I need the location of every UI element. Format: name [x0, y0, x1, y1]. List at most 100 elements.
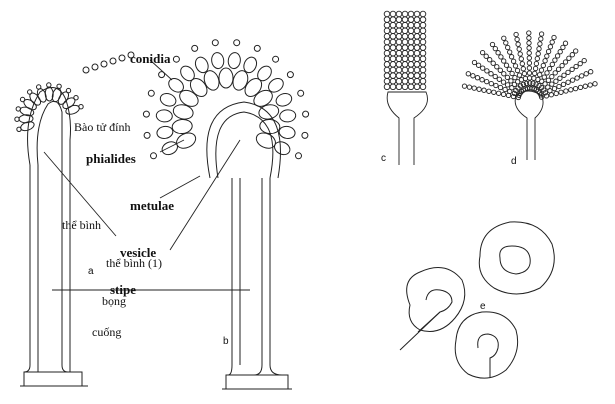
spore-cell	[542, 81, 548, 87]
phialide-cell	[29, 92, 42, 106]
panel-letter-e: e	[480, 301, 486, 312]
spore-cell	[253, 44, 261, 52]
label-metulae: metulae	[130, 198, 174, 213]
phialide-cell	[218, 67, 234, 89]
spore-cell	[538, 92, 544, 98]
spore-cell	[383, 66, 391, 74]
spore-cell	[488, 80, 494, 87]
spore-cell	[413, 83, 421, 91]
spore-cell	[500, 91, 507, 98]
label-cuong: cuống	[92, 325, 121, 339]
spore-cell	[490, 60, 496, 66]
spore-cell	[383, 72, 391, 79]
spore-cell	[516, 72, 523, 78]
spore-cell	[395, 77, 403, 85]
spore-cell	[419, 55, 427, 63]
spore-cell	[383, 27, 391, 35]
phialide-cell	[161, 141, 178, 156]
phialide-cell	[179, 89, 199, 107]
spore-cell	[413, 66, 421, 74]
spore-cell	[526, 70, 533, 76]
spore-cell	[554, 53, 561, 59]
spore-cell	[383, 49, 391, 57]
spore-cell	[553, 90, 559, 97]
spore-cell	[577, 60, 583, 67]
spore-cell	[413, 72, 421, 79]
spore-cell	[538, 36, 544, 42]
spore-cell	[573, 63, 579, 70]
spore-cell	[577, 84, 584, 91]
spore-cell	[507, 49, 513, 55]
spore-cell	[520, 81, 527, 88]
spore-cell	[419, 21, 427, 29]
spore-cell	[562, 59, 569, 65]
spore-cell	[481, 87, 487, 93]
spore-cell	[407, 38, 415, 46]
spore-cell	[568, 87, 574, 93]
spore-cell	[483, 53, 489, 59]
spore-cell	[551, 34, 557, 41]
spore-cell	[510, 93, 517, 100]
spore-cell	[401, 77, 409, 85]
spore-cell	[413, 21, 421, 29]
spore-cell	[540, 62, 546, 69]
spore-cell	[389, 27, 397, 35]
spore-cell	[562, 40, 569, 46]
spore-cell	[461, 83, 468, 89]
spore-cell	[65, 87, 72, 94]
spore-cell	[383, 77, 391, 85]
spore-cell	[150, 152, 157, 160]
spore-cell	[510, 58, 517, 64]
spore-cell	[302, 110, 310, 118]
spore-cell	[583, 71, 589, 77]
label-conidia: conidia	[130, 51, 171, 66]
spore-cell	[480, 65, 486, 71]
spore-cell	[413, 33, 421, 40]
spore-cell	[474, 75, 481, 81]
spore-cell	[557, 75, 563, 81]
spore-cell	[489, 41, 496, 48]
spore-cell	[508, 78, 514, 84]
spore-cell	[546, 65, 553, 72]
spore-cell	[413, 27, 421, 35]
spore-cell	[545, 48, 552, 55]
spore-cell	[496, 90, 502, 96]
spore-cell	[407, 16, 415, 23]
spore-cell	[297, 89, 305, 97]
spore-cell	[389, 21, 397, 29]
spore-cell	[413, 44, 421, 51]
spore-cell	[413, 77, 421, 85]
spore-cell	[484, 68, 490, 74]
phialide-cell	[244, 78, 263, 97]
spore-cell	[492, 45, 498, 52]
spore-cell	[555, 66, 562, 72]
label-the-binh-1: thể bình (1)	[106, 256, 162, 270]
spore-cell	[407, 61, 415, 68]
spore-cell	[407, 66, 415, 74]
spore-cell	[503, 62, 510, 68]
spore-cell	[413, 61, 421, 68]
spore-cell	[172, 55, 180, 63]
phialide-cell	[227, 52, 241, 70]
spore-cell	[502, 86, 508, 93]
phialide-cell	[172, 104, 194, 120]
spore-cell	[389, 33, 397, 40]
label-the-binh: thể bình	[62, 218, 101, 232]
spore-cell	[419, 33, 427, 40]
phialide-cell	[189, 78, 208, 97]
spore-cell	[389, 61, 397, 68]
spore-cell	[514, 67, 521, 74]
spore-cell	[539, 78, 545, 84]
panel-letter-d: d	[511, 156, 517, 167]
spore-cell	[532, 65, 539, 72]
spore-cell	[295, 152, 302, 160]
phialide-cell	[257, 65, 272, 82]
spore-cell	[544, 70, 550, 76]
spore-cell	[533, 81, 539, 87]
spore-cell	[504, 74, 511, 81]
spore-cell	[407, 21, 415, 29]
spore-cell	[383, 55, 391, 63]
spore-cell	[407, 44, 415, 51]
spore-cell	[407, 72, 415, 79]
